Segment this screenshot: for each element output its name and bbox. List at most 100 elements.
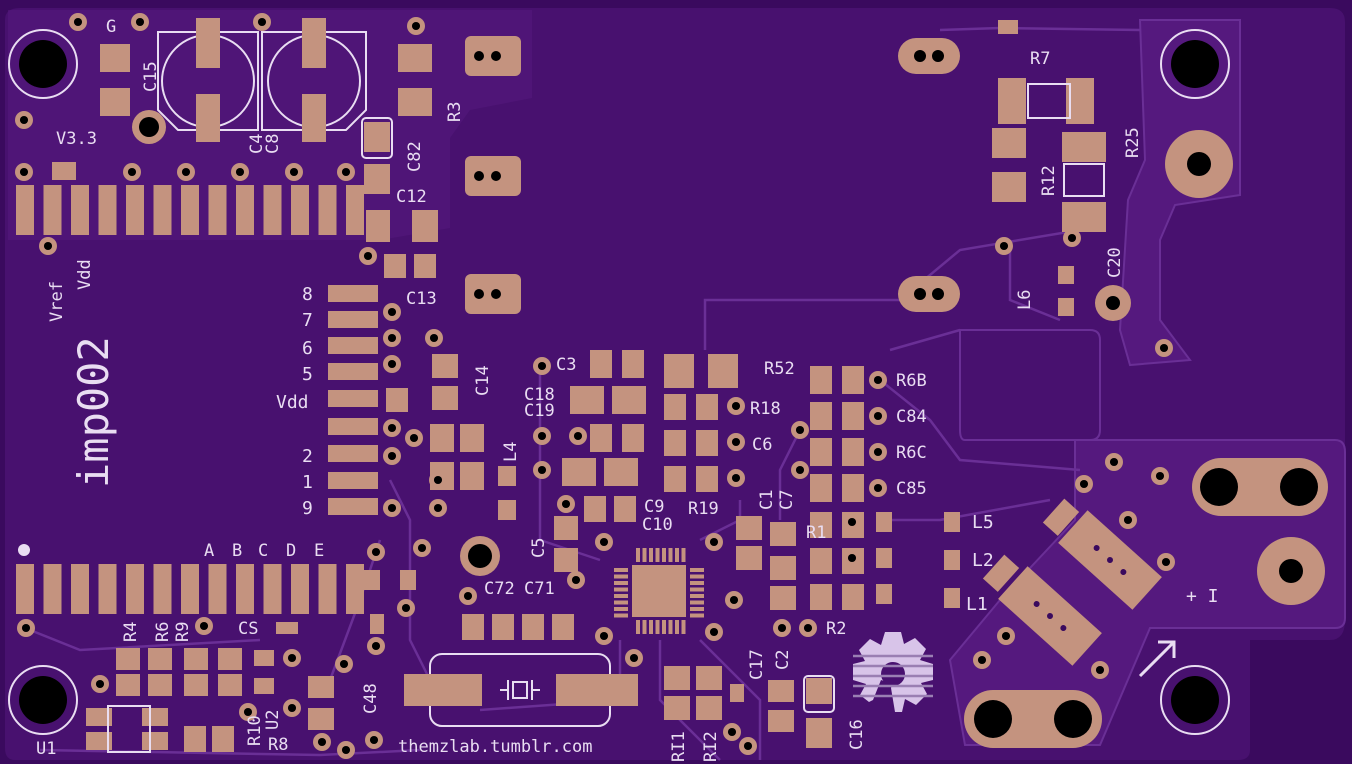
crystal-symbol [500,680,540,700]
module-pin [236,185,254,235]
module-bottom-pins [16,564,364,614]
via [1105,453,1123,471]
jumper-hole [491,51,501,61]
silk-label: C3 [556,355,576,375]
crystal-pad [556,674,638,706]
silk-label: C18 [524,385,555,405]
jumper-hole [474,51,484,61]
jumper-hole [474,171,484,181]
through-hole-pads [132,110,1328,748]
qfn-pin [614,568,628,572]
module-pin [291,564,309,614]
smd-pad [1058,298,1074,316]
jumper-connectors [465,36,960,314]
qfn-pin [690,594,704,598]
smd-pad [554,548,578,572]
smd-pad [148,648,172,670]
silk-label: C12 [396,187,427,207]
module-side-pin [328,472,378,489]
via [595,533,613,551]
smd-pad [364,570,380,590]
smd-pad [992,172,1026,202]
cap-pad [302,94,326,142]
qfn-pin [662,548,666,562]
silk-label: R19 [688,499,719,519]
smd-pad [810,402,832,430]
via [283,649,301,667]
module-side-pins [328,285,378,515]
smd-pad [460,462,484,490]
qfn-pin [681,548,686,562]
module-side-pin [328,337,378,354]
smd-pad [184,674,208,696]
smd-pad [398,88,432,116]
silk-label: L2 [972,550,994,571]
via [799,619,817,637]
module-pin [263,564,282,614]
jumper-hole [914,288,926,300]
via [625,649,643,667]
module-pin [208,564,227,614]
module-side-pin [328,285,378,302]
smd-pad [768,710,794,732]
smd-pad [944,588,960,608]
qfn-pin [642,548,647,562]
smd-pad [432,354,458,378]
smd-pad [498,500,516,520]
via [1155,339,1173,357]
smd-pad [218,648,242,670]
smd-pad [116,674,140,696]
arrow-icon [1138,640,1176,678]
via [727,469,745,487]
smd-pad [730,684,744,702]
via [869,371,887,389]
qfn-pin [614,607,628,611]
silk-label: V3.3 [56,129,97,149]
jumper-hole [474,289,484,299]
silk-label: RI1 [669,731,689,762]
module-pin [153,564,172,614]
silk-label: R10 [245,715,265,746]
smd-pad [876,512,892,532]
trace [538,365,601,562]
qfn-pin [690,607,704,611]
via [365,731,383,749]
smd-pad [116,648,140,670]
silk-label: C10 [642,515,673,535]
silk-label: C7 [777,490,797,510]
smd-pad [254,678,274,694]
th-hole [139,117,159,137]
smd-pad [696,696,722,720]
silk-label: C9 [644,497,664,517]
jumper-hole [914,50,926,62]
module-pin [208,185,227,235]
via [533,461,551,479]
silk-label: B [232,541,242,561]
jumper-pad [898,38,960,74]
via [359,247,377,265]
silk-label: C [258,541,268,561]
smd-pad [364,122,390,152]
silk-label: 2 [302,446,313,467]
th-hole [1279,559,1303,583]
qfn-pin [655,548,660,562]
qfn-pin [614,613,628,618]
smd-pad [1062,132,1106,162]
trace [29,628,261,652]
smd-pad [696,394,718,420]
silk-label: themzlab.tumblr.com [398,737,592,757]
mount-hole-bl [19,676,67,724]
via [15,163,33,181]
silk-label: C5 [529,538,549,558]
qfn-pin [662,620,666,634]
smd-pad [52,162,76,180]
via [383,499,401,517]
via [337,741,355,759]
u1-outline [107,705,151,753]
silk-label: RI2 [701,731,721,762]
mount-hole-bl-ring [8,665,78,735]
smd-pad [184,726,206,752]
qfn-pin [690,568,704,572]
